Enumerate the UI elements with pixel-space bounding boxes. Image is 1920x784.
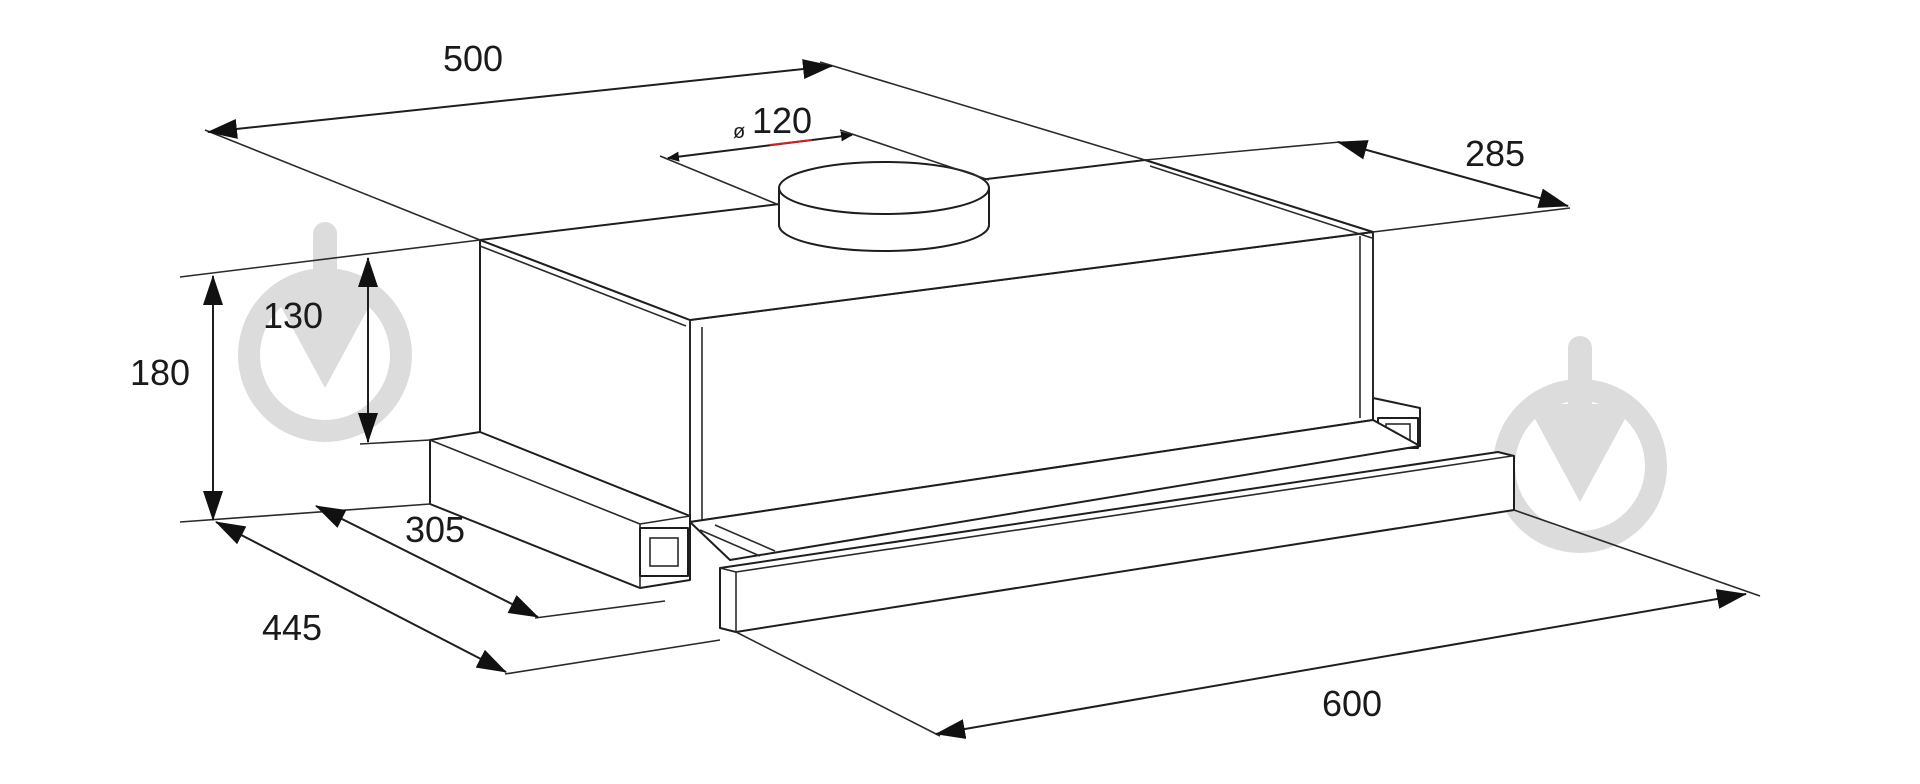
- extension-lines: [179, 61, 1761, 737]
- label-duct-diameter: 120: [752, 100, 812, 141]
- dimension-lines: [203, 59, 1747, 739]
- sliding-tray: [689, 419, 1421, 561]
- label-width-top: 500: [443, 38, 503, 79]
- download-arrow-circle-icon: [1493, 336, 1667, 553]
- label-depth-top: 285: [1465, 133, 1525, 174]
- dim-line-600: [935, 589, 1747, 739]
- label-diameter-symbol: ø: [733, 121, 745, 143]
- label-height-total: 180: [130, 352, 190, 393]
- bottom-rails: [429, 397, 1421, 589]
- duct-collar: [778, 161, 990, 252]
- left-bracket: [639, 527, 689, 577]
- dim-line-120: [667, 131, 853, 162]
- download-arrow-circle-icon: [238, 222, 412, 442]
- dim-line-445: [215, 521, 507, 673]
- label-depth-total: 445: [262, 607, 322, 648]
- dimension-labels: 500 ø 120 285 130 180 305 445 600: [130, 38, 1525, 724]
- label-width-front: 600: [1322, 683, 1382, 724]
- dim-line-500: [207, 59, 833, 139]
- dim-line-285: [1337, 140, 1569, 208]
- label-slider-depth: 305: [405, 509, 465, 550]
- label-height-inner: 130: [263, 295, 323, 336]
